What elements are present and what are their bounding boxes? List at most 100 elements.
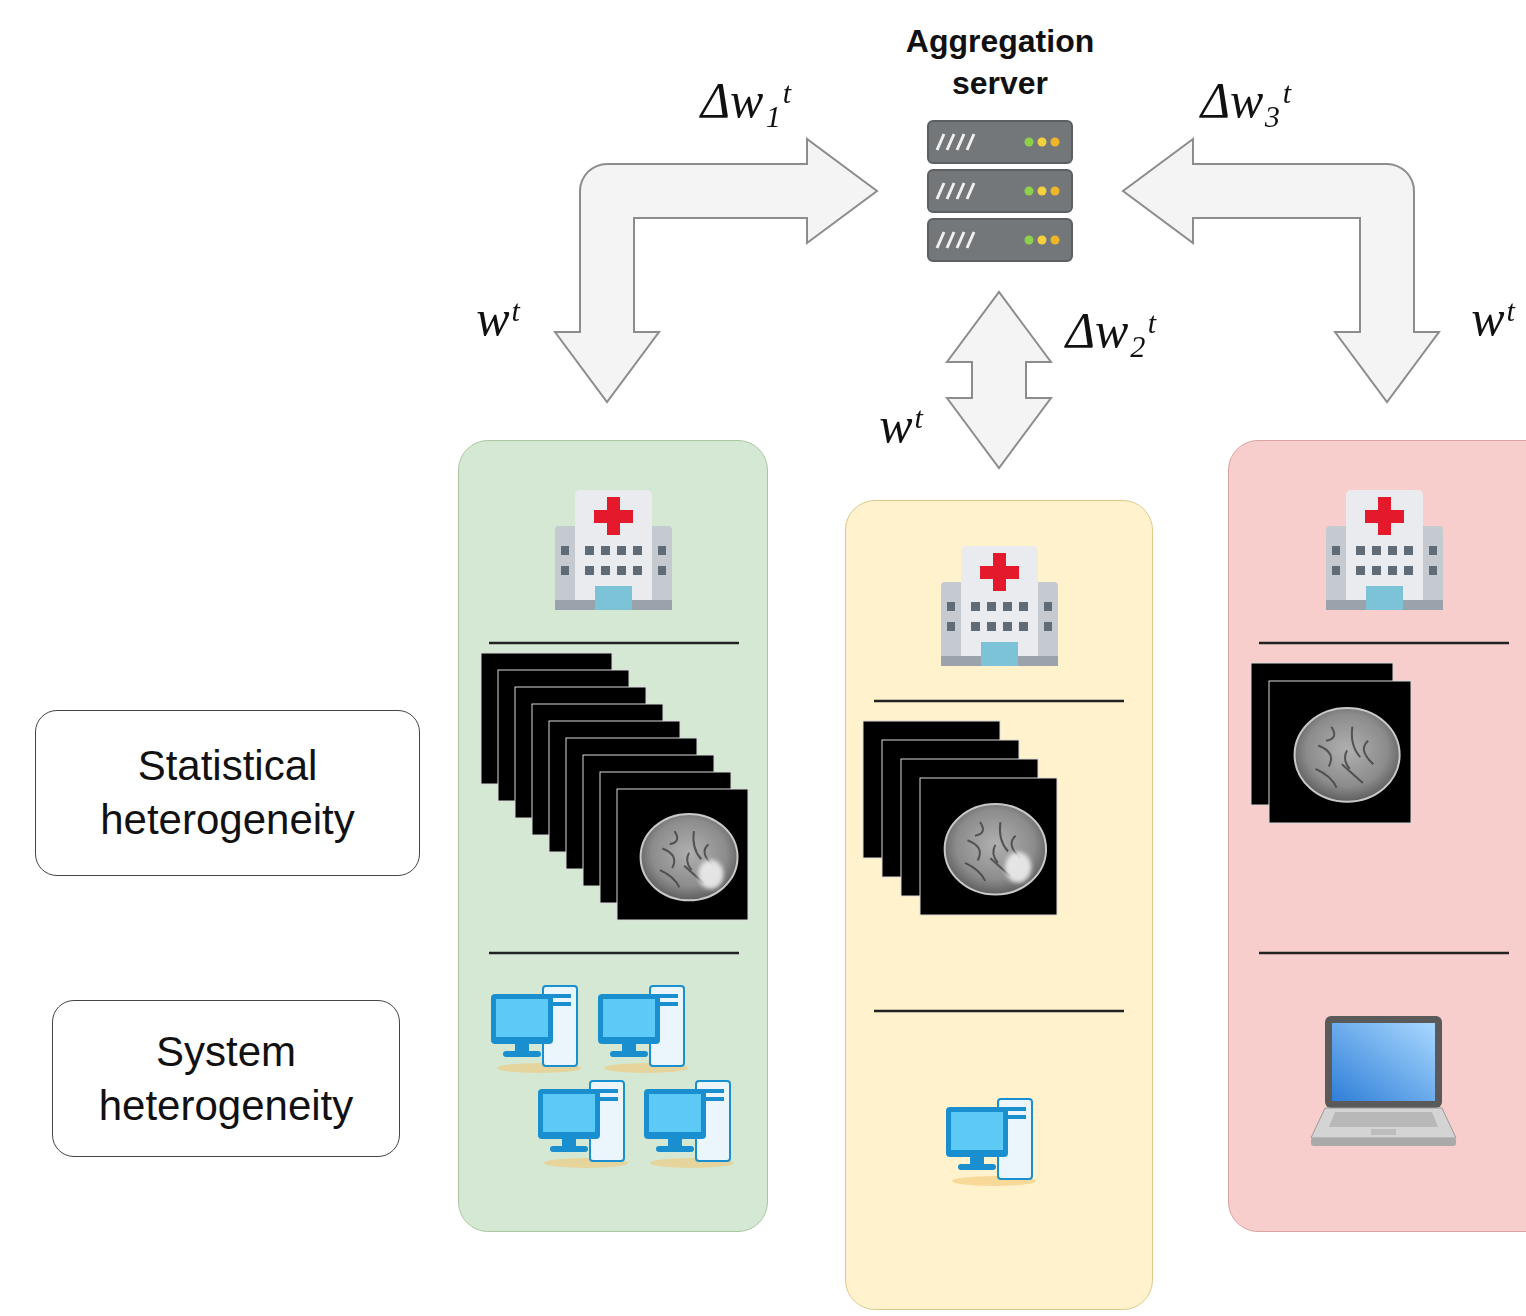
mri-slice [1269, 681, 1411, 823]
computer-stand [562, 1139, 576, 1147]
exchange-arrow [947, 292, 1051, 468]
laptop-lid [1325, 1016, 1442, 1108]
server-led [1051, 236, 1060, 245]
panel-illustration [1229, 441, 1526, 1233]
hospital-window [561, 566, 569, 575]
hospital-window [1044, 622, 1052, 631]
hospital-window [561, 546, 569, 555]
computer-monitor [538, 1089, 600, 1139]
computer-stand [515, 1044, 529, 1052]
brain-sulcus [687, 853, 691, 870]
server-slot [967, 232, 974, 248]
category-box: Statistical heterogeneity [35, 710, 420, 876]
mri-slice [920, 778, 1057, 915]
hospital-window [1372, 566, 1381, 575]
brain-sulcus [662, 848, 674, 867]
hospital-window [658, 546, 666, 555]
computer-screen [649, 1094, 701, 1132]
brain-sulcus [693, 831, 701, 859]
laptop-keyboard [1329, 1112, 1438, 1127]
hospital-window [1404, 546, 1413, 555]
computer-stand [656, 1146, 694, 1152]
category-box: System heterogeneity [52, 1000, 400, 1157]
hospital-window [947, 602, 955, 611]
server-led [1038, 236, 1047, 245]
computer-monitor [946, 1107, 1008, 1157]
hospital-window [617, 546, 626, 555]
hospital-window [971, 602, 980, 611]
hospital-window [1003, 602, 1012, 611]
hospital-window [1356, 546, 1365, 555]
hospital-window [1356, 566, 1365, 575]
brain-sulcus [1316, 769, 1337, 788]
server-slot [947, 232, 954, 248]
box-label: System heterogeneity [73, 1025, 379, 1133]
hospital-window [1429, 546, 1437, 555]
server-slot [957, 183, 964, 199]
server-slot [967, 183, 974, 199]
computer-stand [622, 1044, 636, 1052]
hospital-window [633, 546, 642, 555]
hospital-door [1366, 586, 1403, 610]
hospital-panel [845, 500, 1153, 1310]
server-led [1025, 138, 1034, 147]
tumor-lesion [698, 860, 723, 889]
hospital-window [585, 546, 594, 555]
hospital-window [617, 566, 626, 575]
brain-sulcus [1352, 727, 1360, 757]
hospital-window [987, 622, 996, 631]
laptop-screen [1332, 1023, 1435, 1101]
red-cross [980, 566, 1019, 579]
hospital-window [601, 546, 610, 555]
computer-screen [496, 999, 548, 1037]
brain-sulcus [1345, 750, 1350, 769]
panel-illustration [846, 501, 1154, 1311]
hospital-window [1044, 602, 1052, 611]
brain-sulcus [1364, 741, 1373, 764]
hospital-window [585, 566, 594, 575]
arrow-body [1190, 191, 1387, 335]
divider-line [489, 642, 739, 645]
computer-stand [550, 1146, 588, 1152]
hospital-window [1332, 566, 1340, 575]
tumor-lesion [1005, 852, 1031, 883]
divider-line [874, 1010, 1124, 1013]
server-led [1025, 187, 1034, 196]
computer-screen [951, 1112, 1003, 1150]
weights-label: wᵗ [474, 291, 520, 345]
server-unit [928, 219, 1072, 261]
brain-scan [1295, 708, 1400, 802]
server-led [1051, 138, 1060, 147]
brain-scan [641, 814, 738, 900]
server-icon [927, 120, 1073, 262]
brain-scan [945, 804, 1046, 894]
server-unit [928, 170, 1072, 212]
laptop-touchpad [1371, 1129, 1396, 1135]
brain-sulcus [1318, 745, 1331, 766]
divider-line [1259, 952, 1509, 955]
arrow-head [1123, 139, 1193, 243]
hospital-window [1019, 602, 1028, 611]
weights-label: wᵗ [1469, 291, 1515, 345]
laptop-base [1311, 1138, 1456, 1146]
hospital-window [601, 566, 610, 575]
hospital-window [947, 622, 955, 631]
computer-stand [958, 1164, 996, 1170]
panel-illustration [459, 441, 769, 1233]
hospital-window [1429, 566, 1437, 575]
server-slot [957, 134, 964, 150]
server-slot [937, 232, 944, 248]
server-node: Aggregation server [880, 20, 1120, 262]
server-led [1051, 187, 1060, 196]
computer-stand [610, 1051, 648, 1057]
server-slot [967, 134, 974, 150]
brain-sulcus [1000, 822, 1008, 851]
arrow-body [973, 359, 1025, 401]
arrow-head [947, 398, 1051, 468]
brain-sulcus [967, 840, 979, 860]
exchange-arrow [1123, 139, 1439, 402]
arrow-head [947, 292, 1051, 362]
hospital-door [981, 642, 1018, 666]
brain-sulcus [965, 863, 985, 881]
